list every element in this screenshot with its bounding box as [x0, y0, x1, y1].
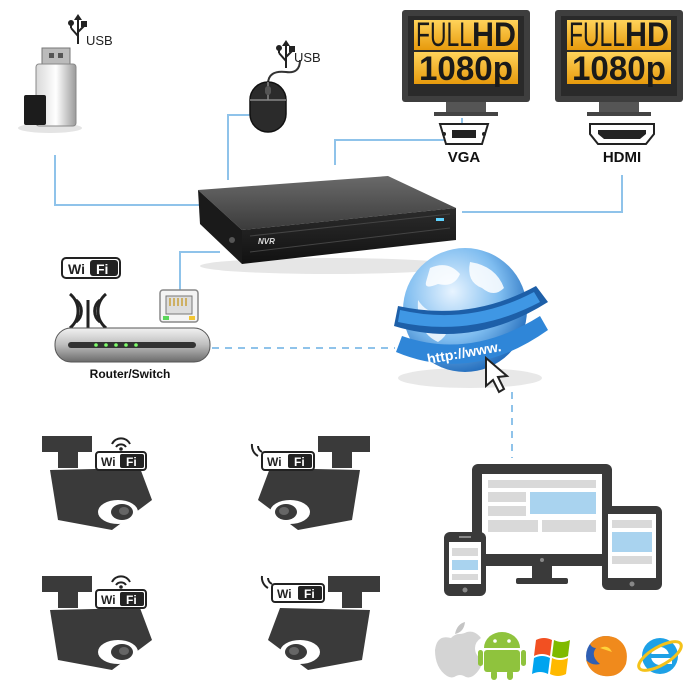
hdmi-port-icon — [589, 123, 655, 145]
camera-4-wifi-wi: Wi — [277, 587, 292, 601]
camera-2 — [250, 436, 370, 530]
camera-1 — [42, 436, 152, 530]
router-label: Router/Switch — [90, 367, 171, 381]
monitor-hdmi — [555, 10, 683, 116]
camera-3-wifi-fi: Fi — [126, 593, 137, 607]
nvr-label: NVR — [258, 237, 275, 246]
usb-stick-connection — [54, 155, 200, 206]
router-wifi-badge — [61, 257, 121, 279]
connection-lines — [54, 114, 623, 458]
hdmi-monitor-full-text: FULL — [569, 16, 625, 54]
internet-explorer-icon — [637, 638, 683, 674]
router-device — [54, 327, 211, 363]
nvr-device — [198, 176, 460, 274]
hdmi-label: HDMI — [603, 149, 641, 166]
usb-icon — [68, 14, 87, 44]
internet-globe-icon — [394, 248, 548, 388]
router-connection — [179, 251, 220, 292]
usb-stick-label: USB — [86, 33, 113, 48]
camera-4-wifi-fi: Fi — [304, 587, 315, 601]
mouse-usb-label: USB — [294, 50, 321, 65]
hdmi-monitor-hd-text: HD — [625, 16, 669, 54]
ethernet-port-icon — [159, 289, 199, 323]
usb-icon-mouse — [276, 40, 295, 68]
usb-stick — [18, 47, 82, 133]
router-signal-icon — [68, 292, 108, 330]
camera-3-wifi-wi: Wi — [101, 593, 116, 607]
cursor-icon — [485, 355, 510, 394]
desktop-monitor-icon — [472, 464, 612, 584]
camera-3 — [42, 575, 152, 670]
tablet-icon — [602, 506, 662, 590]
hdmi-monitor-resolution: 1080p — [572, 50, 666, 88]
vga-label: VGA — [448, 149, 481, 166]
camera-2-wifi-fi: Fi — [294, 455, 305, 469]
android-icon — [478, 632, 526, 680]
router-wifi-text-fi: Fi — [96, 261, 108, 277]
vga-monitor-resolution: 1080p — [419, 50, 513, 88]
mouse-cable — [267, 59, 301, 85]
hdmi-connection — [462, 175, 623, 213]
firefox-icon — [586, 636, 627, 677]
monitor-vga — [402, 10, 530, 116]
router-wifi-text-wi: Wi — [68, 261, 85, 277]
camera-2-wifi-wi: Wi — [267, 455, 282, 469]
camera-1-wifi-fi: Fi — [126, 455, 137, 469]
apple-icon — [435, 622, 483, 678]
windows-icon — [532, 638, 570, 676]
vga-port-icon — [438, 123, 490, 145]
smartphone-icon — [444, 532, 486, 596]
vga-monitor-hd-text: HD — [472, 16, 516, 54]
camera-1-wifi-wi: Wi — [101, 455, 116, 469]
vga-monitor-full-text: FULL — [416, 16, 472, 54]
mouse-icon — [249, 81, 287, 133]
camera-4 — [260, 575, 380, 670]
